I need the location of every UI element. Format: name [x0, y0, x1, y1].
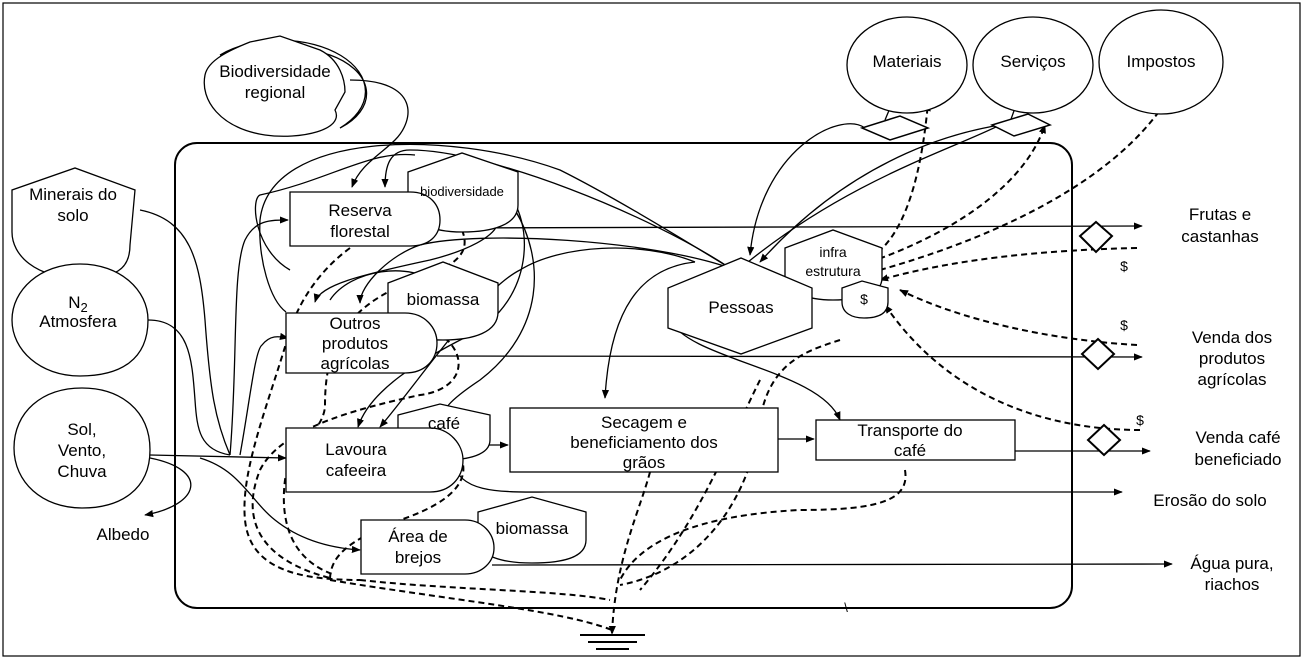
diamond-venda-produtos	[1080, 337, 1116, 371]
interaction-diamond-servicos	[989, 113, 1053, 137]
outros-line2: produtos	[322, 334, 388, 353]
storage-infra-line1: infra	[819, 244, 846, 260]
output-agua-line1: Água pura,	[1190, 554, 1273, 573]
lavoura-line1: Lavoura	[325, 440, 387, 459]
source-biodiversidade-regional-shape	[203, 35, 346, 137]
producer-lavoura-shape	[285, 427, 464, 493]
output-venda-cafe-line2: beneficiado	[1195, 450, 1282, 469]
output-albedo: Albedo	[97, 525, 150, 544]
output-frutas-line2: castanhas	[1181, 227, 1259, 246]
source-impostos-circle	[1098, 9, 1224, 115]
interaction-diamond-materiais	[859, 115, 931, 141]
heat-sink	[580, 634, 645, 650]
biodiversidade-regional-line1: Biodiversidade	[219, 62, 331, 81]
money-symbol-produtos: $	[1120, 317, 1128, 333]
producer-brejos-shape	[360, 519, 495, 575]
system-boundary	[174, 142, 1073, 609]
process-secagem-box	[509, 407, 779, 473]
storage-biodiversidade-label: biodiversidade	[420, 184, 504, 199]
transporte-line2: café	[894, 441, 926, 460]
servicos-label: Serviços	[1000, 52, 1065, 71]
biodiversidade-regional-line2: regional	[245, 83, 306, 102]
output-frutas-line1: Frutas e	[1189, 205, 1251, 224]
output-venda-produtos-line3: agrícolas	[1198, 370, 1267, 389]
diamond-frutas	[1078, 220, 1114, 254]
reserva-line1: Reserva	[328, 201, 392, 220]
secagem-line1: Secagem e	[601, 413, 687, 432]
money-symbol-frutas: $	[1120, 258, 1128, 274]
producer-reserva-shape	[289, 191, 441, 247]
outros-line3: agrícolas	[321, 354, 390, 373]
source-materiais-circle	[846, 16, 968, 114]
secagem-line3: grãos	[623, 453, 666, 472]
outros-line1: Outros	[329, 314, 380, 333]
source-sol-shape	[13, 387, 151, 509]
n2-line2: Atmosfera	[39, 312, 117, 331]
output-venda-cafe-line1: Venda café	[1195, 428, 1280, 447]
money-storage-shape	[841, 280, 889, 319]
secagem-line2: beneficiamento dos	[570, 433, 717, 452]
sol-line3: Chuva	[57, 462, 107, 481]
minerais-line2: solo	[57, 206, 88, 225]
brejos-line2: brejos	[395, 548, 441, 567]
brejos-line1: Área de	[388, 527, 448, 546]
storage-biomassa-1-label: biomassa	[407, 290, 480, 309]
impostos-label: Impostos	[1127, 52, 1196, 71]
storage-infra-line2: estrutura	[805, 263, 860, 279]
storage-cafe-label: café	[428, 414, 460, 433]
source-servicos-circle	[972, 16, 1094, 114]
n2-label: N2	[68, 293, 88, 315]
producer-outros-shape	[285, 312, 438, 374]
money-symbol-cafe: $	[1136, 412, 1144, 428]
pessoas-label: Pessoas	[708, 298, 773, 317]
output-erosao: Erosão do solo	[1153, 491, 1266, 510]
lavoura-line2: cafeeira	[326, 461, 387, 480]
consumer-pessoas-hexagon	[667, 257, 813, 355]
transporte-line1: Transporte do	[857, 421, 962, 440]
sol-line2: Vento,	[58, 441, 106, 460]
output-agua-line2: riachos	[1205, 575, 1260, 594]
source-n2-shape	[11, 263, 149, 377]
diamond-venda-cafe	[1086, 423, 1122, 457]
stray-mark: \	[844, 600, 848, 615]
output-venda-produtos-line2: produtos	[1199, 349, 1265, 368]
process-transporte-box	[815, 419, 1016, 461]
materiais-label: Materiais	[873, 52, 942, 71]
minerais-line1: Minerais do	[29, 185, 117, 204]
sol-line1: Sol,	[67, 420, 96, 439]
storage-biomassa-2-label: biomassa	[496, 519, 569, 538]
money-symbol-tank: $	[860, 291, 868, 307]
reserva-line2: florestal	[330, 222, 390, 241]
output-venda-produtos-line1: Venda dos	[1192, 328, 1272, 347]
